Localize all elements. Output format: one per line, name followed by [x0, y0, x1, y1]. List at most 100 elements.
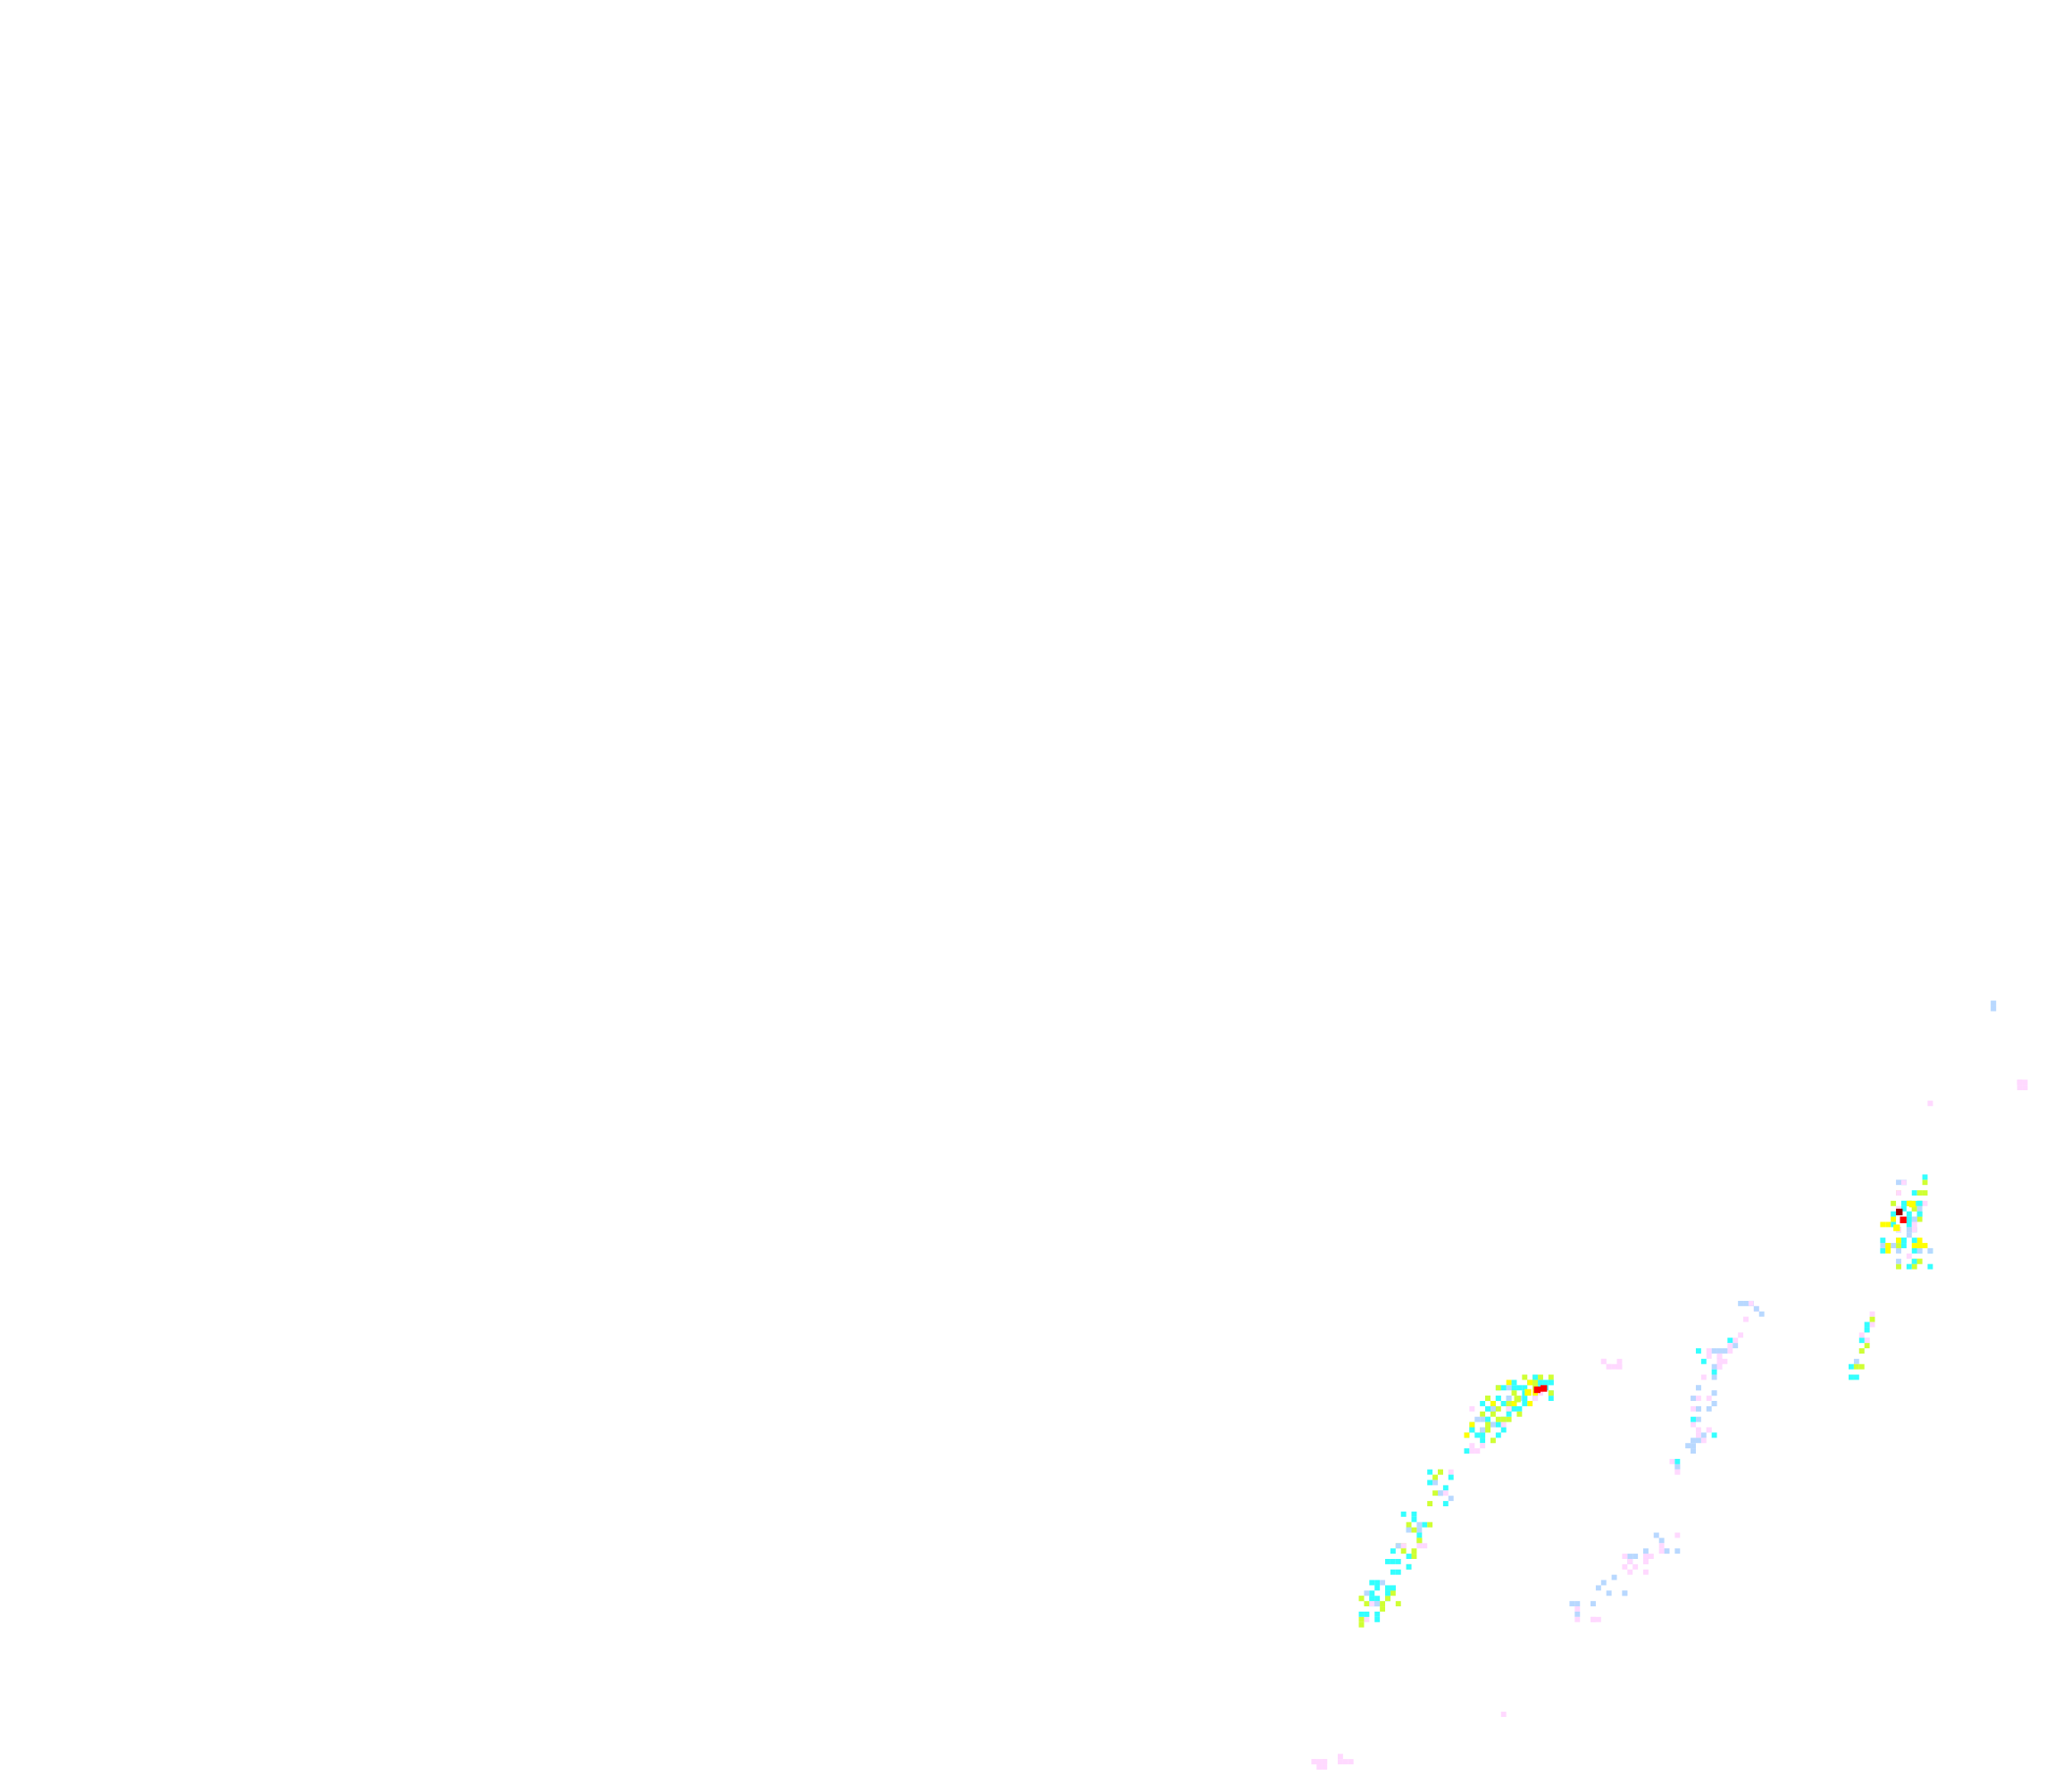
radar-echo-pixel	[1495, 1385, 1501, 1391]
radar-echo-pixel	[1400, 1543, 1407, 1549]
radar-echo-pixel	[1416, 1521, 1423, 1528]
radar-echo-pixel	[1364, 1611, 1370, 1617]
radar-echo-pixel	[1911, 1227, 1917, 1233]
radar-echo-pixel	[1922, 1174, 1928, 1180]
radar-echo-pixel	[1380, 1601, 1386, 1607]
radar-echo-pixel	[1900, 1205, 1907, 1212]
radar-echo-pixel	[1506, 1385, 1512, 1391]
radar-echo-pixel	[1743, 1300, 1749, 1306]
radar-echo-pixel	[1432, 1474, 1438, 1480]
radar-echo-pixel	[1849, 1363, 1854, 1370]
radar-echo-pixel	[1490, 1411, 1496, 1417]
radar-echo-pixel	[1911, 1205, 1917, 1212]
radar-echo-pixel	[1374, 1579, 1381, 1586]
radar-echo-pixel	[1911, 1263, 1917, 1270]
radar-echo-pixel	[1711, 1374, 1717, 1380]
radar-echo-pixel	[1374, 1611, 1381, 1617]
radar-echo-pixel	[1658, 1543, 1665, 1549]
radar-echo-pixel	[1469, 1405, 1475, 1412]
radar-echo-pixel	[1511, 1401, 1517, 1406]
radar-echo-pixel	[1695, 1427, 1701, 1433]
radar-echo-pixel	[1516, 1405, 1523, 1412]
radar-echo-pixel	[1643, 1554, 1649, 1559]
radar-echo-pixel	[1911, 1243, 1917, 1248]
radar-echo-pixel	[1758, 1311, 1765, 1317]
radar-echo-pixel	[1891, 1243, 1897, 1248]
radar-echo-pixel	[1706, 1396, 1712, 1402]
radar-echo-pixel	[1395, 1601, 1401, 1607]
radar-echo-pixel	[1500, 1712, 1507, 1717]
radar-echo-pixel	[1922, 1243, 1928, 1248]
radar-echo-pixel	[1364, 1590, 1370, 1596]
radar-echo-pixel	[1911, 1258, 1917, 1264]
radar-echo-pixel	[1695, 1396, 1701, 1402]
radar-echo-pixel	[1911, 1247, 1917, 1254]
radar-echo-pixel	[1548, 1374, 1554, 1380]
radar-echo-pixel	[1891, 1216, 1897, 1222]
radar-echo-pixel	[1600, 1358, 1607, 1364]
radar-echo-pixel	[2016, 1079, 2023, 1086]
radar-echo-pixel	[1674, 1548, 1681, 1554]
radar-echo-pixel	[1695, 1385, 1701, 1391]
radar-echo-pixel	[1480, 1432, 1486, 1438]
radar-echo-pixel	[1574, 1606, 1581, 1612]
radar-echo-pixel	[1853, 1374, 1859, 1380]
radar-echo-pixel	[1490, 1401, 1496, 1406]
radar-echo-pixel	[1880, 1243, 1886, 1248]
radar-echo-pixel	[1722, 1348, 1728, 1354]
east-trailing-band	[1849, 1311, 1875, 1380]
radar-echo-pixel	[1885, 1243, 1891, 1248]
radar-echo-pixel	[1711, 1363, 1717, 1370]
radar-echo-pixel	[1869, 1316, 1875, 1322]
radar-echo-pixel	[1369, 1579, 1375, 1586]
radar-echo-pixel	[1906, 1221, 1912, 1228]
radar-echo-pixel	[1911, 1190, 1917, 1196]
radar-echo-pixel	[1896, 1263, 1901, 1270]
radar-echo-pixel	[1748, 1300, 1754, 1306]
radar-echo-pixel	[1438, 1469, 1443, 1475]
radar-echo-pixel	[1891, 1211, 1897, 1217]
radar-echo-pixel	[1627, 1569, 1633, 1575]
east-faint-cell	[1927, 1079, 2028, 1106]
radar-echo-pixel	[1390, 1548, 1396, 1554]
radar-echo-pixel	[1374, 1596, 1381, 1602]
radar-echo-pixel	[1495, 1396, 1501, 1402]
radar-echo-pixel	[1916, 1190, 1923, 1196]
radar-echo-pixel	[1480, 1416, 1486, 1422]
central-light-band	[1669, 1300, 1765, 1475]
radar-echo-pixel	[1906, 1216, 1912, 1222]
radar-echo-pixel	[1542, 1379, 1549, 1386]
radar-echo-pixel	[1622, 1554, 1628, 1559]
radar-echo-pixel	[1364, 1601, 1370, 1607]
radar-echo-pixel	[1700, 1374, 1707, 1380]
radar-echo-pixel	[1480, 1443, 1486, 1449]
echo-layer	[1311, 1000, 2028, 1770]
radar-echo-pixel	[1358, 1611, 1365, 1617]
radar-echo-pixel	[1622, 1563, 1628, 1570]
radar-echo-pixel	[1422, 1543, 1428, 1549]
radar-echo-pixel	[1691, 1443, 1696, 1449]
radar-echo-pixel	[1711, 1432, 1717, 1438]
radar-echo-pixel	[1700, 1432, 1707, 1438]
radar-echo-pixel	[1864, 1343, 1870, 1349]
radar-echo-pixel	[1706, 1427, 1712, 1433]
radar-echo-pixel	[1527, 1401, 1533, 1406]
radar-echo-pixel	[1527, 1379, 1533, 1386]
radar-echo-pixel	[1469, 1421, 1475, 1428]
south-scattered-echoes	[1311, 1358, 1623, 1770]
radar-echo-pixel	[1691, 1396, 1696, 1402]
radar-echo-pixel	[1442, 1501, 1449, 1507]
radar-echo-pixel	[1716, 1353, 1723, 1359]
radar-echo-pixel	[1864, 1327, 1870, 1333]
radar-core-pixel	[1900, 1216, 1907, 1223]
radar-echo-pixel	[1506, 1396, 1512, 1402]
radar-echo-pixel	[1906, 1263, 1912, 1270]
radar-echo-pixel	[1374, 1616, 1381, 1622]
radar-echo-pixel	[1885, 1247, 1891, 1254]
radar-echo-pixel	[1442, 1485, 1449, 1491]
radar-echo-pixel	[1869, 1321, 1875, 1328]
radar-echo-pixel	[1506, 1401, 1512, 1406]
radar-echo-pixel	[1427, 1469, 1433, 1475]
radar-echo-pixel	[1406, 1554, 1412, 1559]
